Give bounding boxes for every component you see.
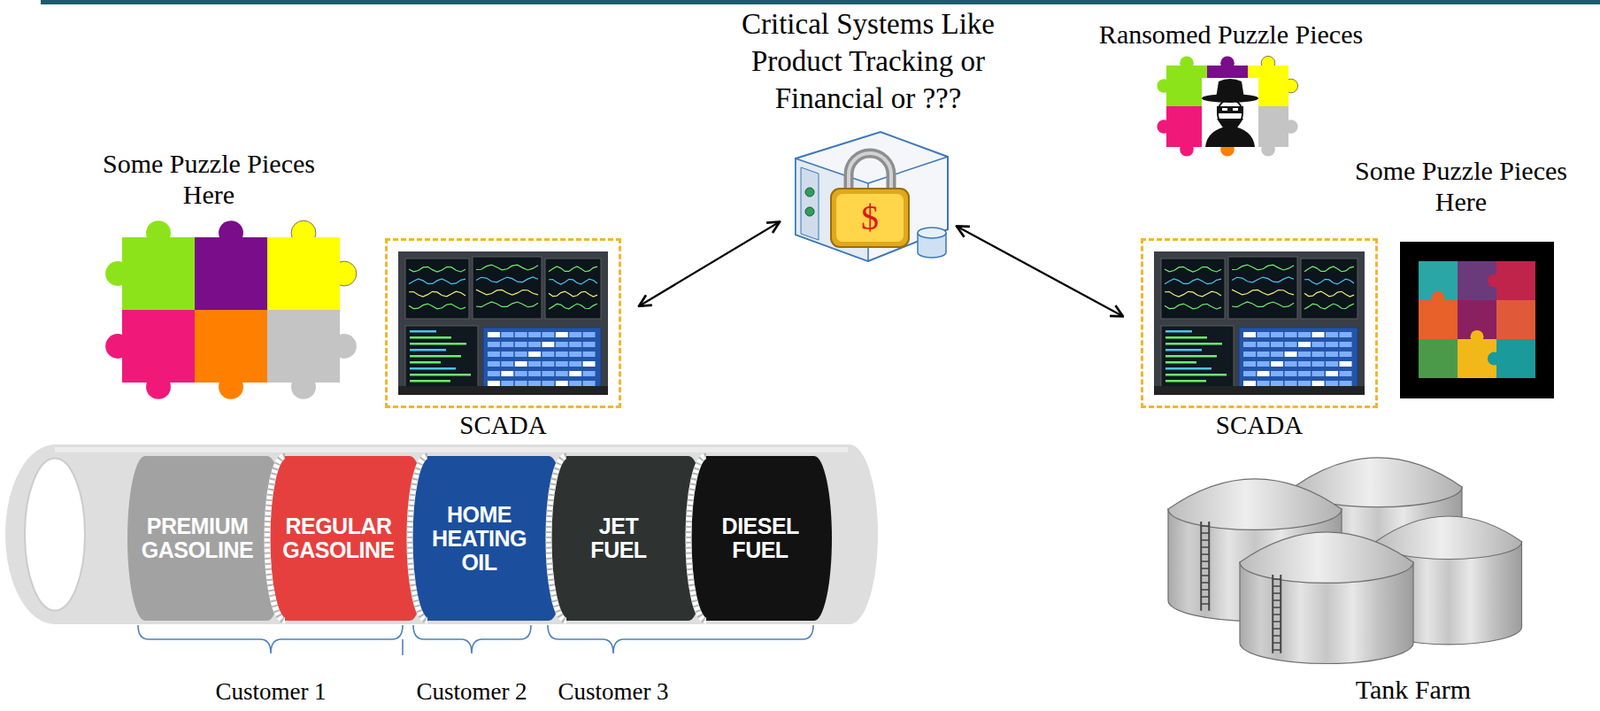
system-label: SCADA xyxy=(1215,410,1303,440)
server-shape xyxy=(783,119,954,266)
top-bar xyxy=(40,0,1600,5)
fuel-segment: REGULAR GASOLINE xyxy=(267,455,428,621)
customer-label: Customer 2 xyxy=(415,677,527,706)
segment-label: REGULAR GASOLINE xyxy=(282,514,395,562)
segment-label: PREMIUM GASOLINE xyxy=(141,514,254,562)
puzzle-picture xyxy=(1400,241,1554,399)
pipe xyxy=(5,444,878,624)
scada-screen-box: SCADA xyxy=(1140,238,1378,408)
scada-shape xyxy=(1143,240,1376,406)
storage-tank xyxy=(1239,531,1414,664)
server-lock-icon: Critical Systems Like Product Tracking o… xyxy=(783,119,954,266)
puzzle-picture xyxy=(105,220,357,400)
ransomed-puzzle-picture xyxy=(1156,55,1298,156)
fuel-segment: HOME HEATING OIL xyxy=(409,455,567,621)
system-label: SCADA xyxy=(459,410,547,440)
customer-bracket xyxy=(138,624,814,655)
fuel-segment: DIESEL FUEL xyxy=(688,455,832,621)
segment-label: JET FUEL xyxy=(590,514,647,562)
fuel-segment: PREMIUM GASOLINE xyxy=(127,455,285,621)
puzzle-caption: Some Puzzle Pieces Here xyxy=(83,148,336,210)
tank-farm-picture xyxy=(1168,457,1523,664)
customer-label: Customer 3 xyxy=(557,677,669,706)
fuel-segment: JET FUEL xyxy=(548,455,707,621)
tank-farm-label: Tank Farm xyxy=(1355,674,1471,706)
scada-shape xyxy=(387,240,619,406)
dollar-symbol: $ xyxy=(861,200,879,236)
system-heading: Critical Systems Like Product Tracking o… xyxy=(708,5,1028,117)
scada-screen-box: SCADA xyxy=(384,238,622,408)
segment-label: DIESEL FUEL xyxy=(722,514,800,562)
ransom-caption: Ransomed Puzzle Pieces xyxy=(1099,19,1363,51)
segment-label: HOME HEATING OIL xyxy=(431,502,527,575)
bidirectional-arrow xyxy=(956,225,1124,316)
bidirectional-arrow xyxy=(638,222,780,307)
customer-label: Customer 1 xyxy=(215,677,326,706)
puzzle-caption: Some Puzzle Pieces Here xyxy=(1335,155,1588,217)
